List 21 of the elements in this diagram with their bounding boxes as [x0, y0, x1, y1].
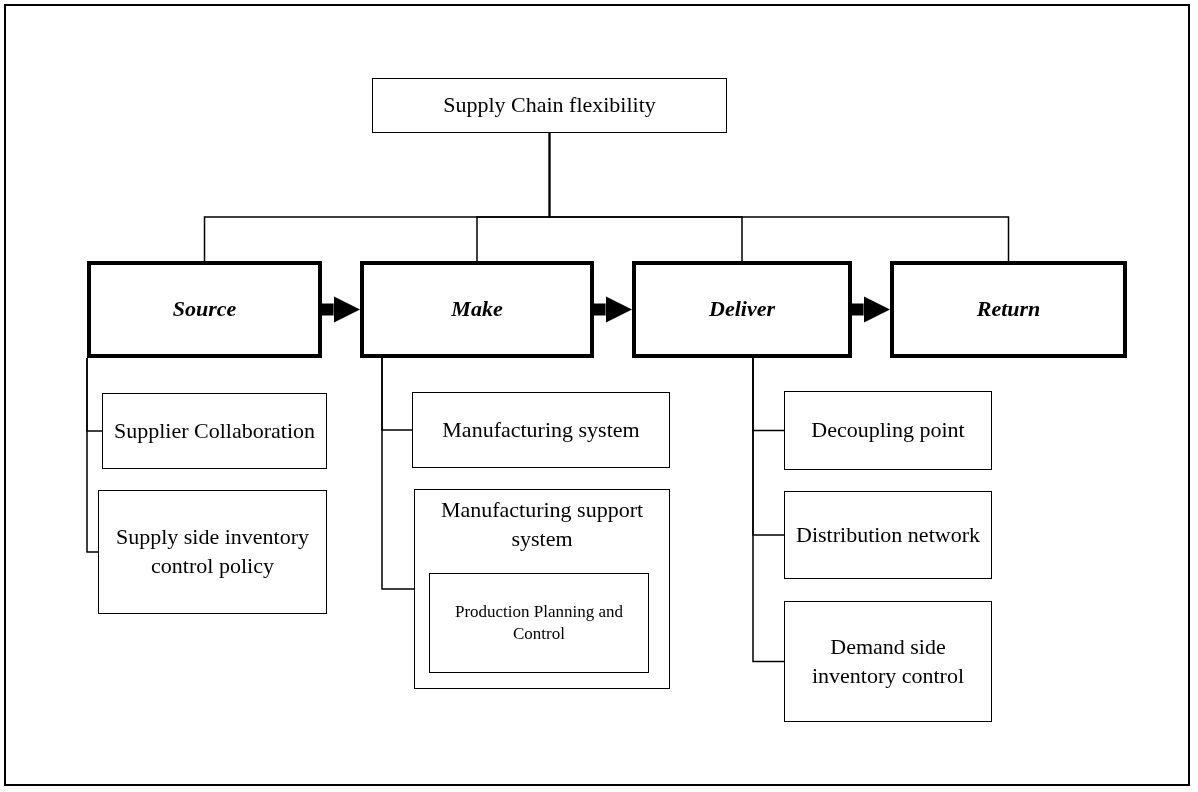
box-heading: Manufacturing support system — [439, 496, 645, 553]
stage-box: Deliver — [632, 261, 852, 358]
process-box: Supply Chain flexibility — [372, 78, 727, 133]
stage-box: Source — [87, 261, 322, 358]
process-box: Supplier Collaboration — [102, 393, 327, 469]
process-box: Decoupling point — [784, 391, 992, 470]
process-box: Manufacturing system — [412, 392, 670, 468]
connector-line — [548, 132, 1010, 262]
connector-line — [381, 357, 415, 590]
stage-box: Make — [360, 261, 594, 358]
process-box: Production Planning and Control — [429, 573, 649, 673]
process-box: Distribution network — [784, 491, 992, 579]
arrow — [852, 296, 890, 323]
stage-box: Return — [890, 261, 1127, 358]
process-box: Supply side inventory control policy — [98, 490, 327, 614]
arrow — [322, 296, 360, 323]
connector-line — [752, 357, 785, 663]
connector-line — [86, 357, 99, 553]
process-box — [414, 489, 670, 689]
process-box: Demand side inventory control — [784, 601, 992, 722]
arrow — [594, 296, 632, 323]
